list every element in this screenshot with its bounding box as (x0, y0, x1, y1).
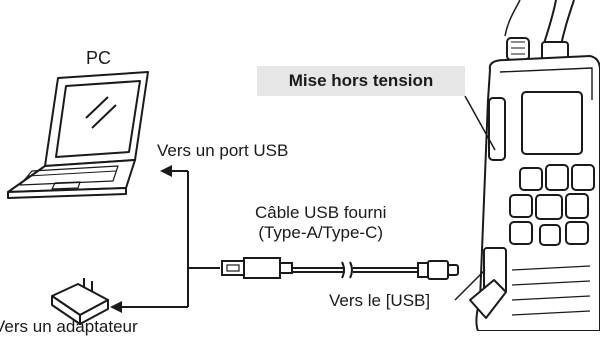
adapter-label: Vers un adaptateur (0, 317, 138, 336)
usb-cable-icon (292, 261, 420, 279)
power-off-callout: Mise hors tension (257, 66, 465, 96)
connection-bracket (120, 170, 220, 308)
radio-icon (469, 0, 600, 331)
cable-label-line2: (Type-A/Type-C) (258, 223, 384, 242)
power-leader-line (464, 95, 496, 151)
cable-label: Câble USB fourni (Type-A/Type-C) (255, 203, 386, 243)
usb-leader-line (454, 269, 486, 301)
adapter-icon (51, 278, 109, 325)
arrow-to-pc-icon (160, 165, 172, 177)
laptop-icon (7, 71, 149, 199)
usb-jack-label: Vers le [USB] (329, 291, 431, 310)
usb-c-plug-icon (417, 260, 459, 280)
usb-port-label: Vers un port USB (157, 141, 289, 160)
usb-a-plug-icon (221, 257, 293, 279)
cable-label-line1: Câble USB fourni (255, 203, 387, 222)
arrow-to-adapter-icon (110, 301, 122, 313)
pc-label: PC (86, 48, 112, 68)
